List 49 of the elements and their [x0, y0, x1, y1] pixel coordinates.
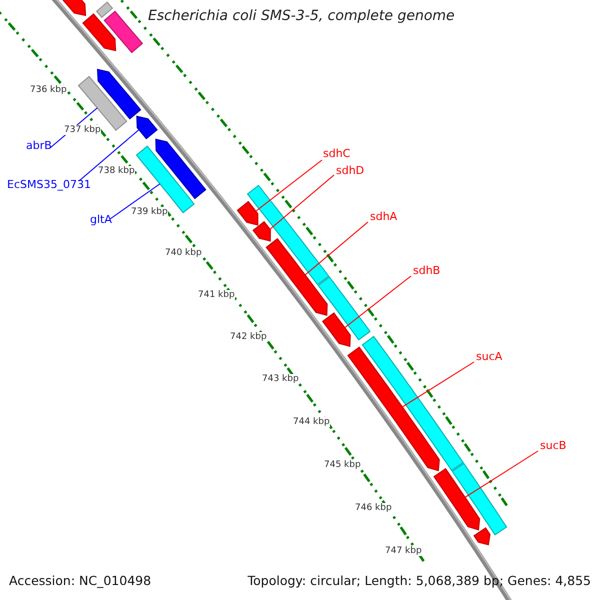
scale-label: 736 kbp [30, 85, 67, 96]
scale-label: 741 kbp [198, 290, 235, 300]
gene-feature [96, 68, 142, 120]
scale-label: 739 kbp [131, 207, 168, 218]
leader-line [464, 450, 538, 498]
scale-label: 740 kbp [165, 248, 202, 258]
gene-feature [452, 462, 508, 536]
gene-feature [82, 13, 116, 52]
gene-label: abrB [26, 140, 52, 153]
scale-label: 744 kbp [293, 417, 330, 428]
gene-feature [96, 2, 114, 18]
scale-label: 747 kbp [385, 546, 422, 556]
leader-line [255, 160, 322, 212]
leader-line [270, 174, 334, 230]
gene-label: sucB [540, 440, 566, 453]
gene-feature [155, 138, 206, 200]
gene-feature [433, 468, 480, 530]
gene-label: gltA [90, 214, 112, 227]
gene-label: sdhB [413, 265, 440, 278]
gene-label: sdhA [370, 211, 398, 224]
leader-line [402, 362, 474, 408]
scale-label: 738 kbp [98, 166, 135, 176]
title: Escherichia coli SMS-3-5, complete genome [148, 8, 455, 24]
gene-feature [62, 0, 86, 16]
gene-label: sdhD [336, 165, 364, 178]
leader-line [304, 222, 368, 276]
gene-feature [318, 276, 371, 340]
gene-feature [473, 527, 491, 546]
footer-text: Accession: NC_010498 [9, 574, 152, 588]
leader-line [110, 183, 160, 220]
gene-feature [322, 312, 351, 347]
scale-label: 745 kbp [324, 460, 361, 470]
scale-label: 737 kbp [64, 125, 101, 136]
scale-label: 742 kbp [230, 332, 267, 342]
gene-label: sdhC [323, 148, 350, 161]
gene-feature [104, 10, 144, 54]
gene-feature [266, 238, 328, 316]
leader-line [78, 129, 140, 182]
gene-feature [136, 116, 158, 140]
scale-label: 743 kbp [262, 374, 299, 384]
gene-label: EcSMS35_0731 [7, 179, 91, 192]
gene-label: sucA [476, 351, 502, 364]
footer-text: Topology: circular; Length: 5,068,389 bp; Genes: 4,855 [248, 574, 591, 588]
scale-label: 746 kbp [355, 503, 392, 514]
gene-feature [236, 200, 258, 226]
gene-feature [246, 184, 330, 286]
gene-feature [362, 336, 464, 472]
leader-line [344, 276, 412, 328]
gene-feature [252, 221, 271, 242]
